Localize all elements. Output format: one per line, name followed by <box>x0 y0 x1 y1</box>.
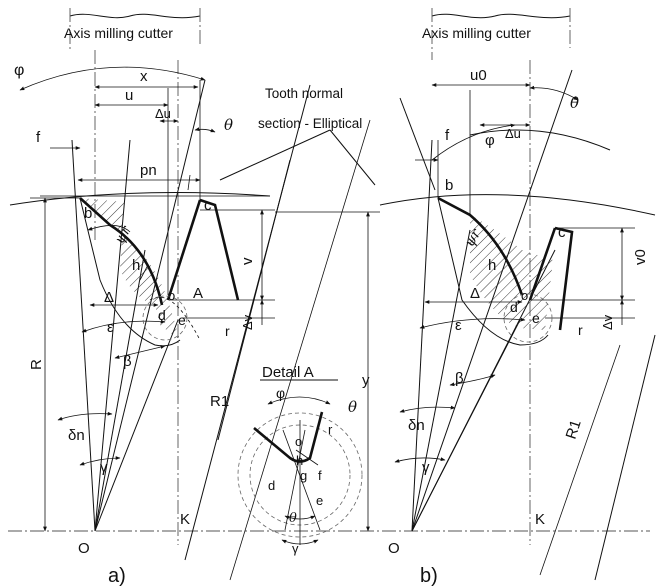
callout-pointer-2 <box>329 129 376 186</box>
label-gamma-a: γ <box>100 459 108 476</box>
label-beta-b: β <box>455 370 464 387</box>
detail-label-r: r <box>328 422 333 437</box>
label-f-b: f <box>445 127 450 144</box>
label-f-a: f <box>36 129 41 146</box>
label-c-b: c <box>558 224 566 241</box>
label-h-a: h <box>132 257 140 274</box>
caption-b: b) <box>420 565 438 587</box>
detail-a <box>237 379 363 545</box>
label-delta-n-b: δn <box>408 417 425 434</box>
tooth-flank-left-a <box>79 197 164 306</box>
detail-title: Detail A <box>262 364 314 381</box>
detail-label-g: g <box>300 468 307 483</box>
pitch-arc-a <box>9 192 271 206</box>
label-A-a: A <box>193 285 203 302</box>
label-e-a: e <box>178 312 186 328</box>
label-epsilon-b: ε <box>455 317 462 334</box>
label-x-a: x <box>140 68 148 85</box>
label-R1-a: R1 <box>210 393 229 410</box>
label-c-a: c <box>204 197 212 214</box>
cutter-outline-a <box>69 13 201 19</box>
figure-a <box>8 8 650 545</box>
detail-circle <box>237 412 363 538</box>
detail-label-o: o <box>295 434 302 449</box>
callout-line-2: section - Elliptical <box>258 116 362 131</box>
label-O-a: O <box>78 540 90 557</box>
tooth-flank-left-b <box>437 196 524 296</box>
label-e-b: e <box>532 310 540 326</box>
pitch-arc-b <box>379 194 656 216</box>
detail-tooth-profile <box>253 411 324 463</box>
label-O-b: O <box>388 540 400 557</box>
detail-label-e: e <box>316 493 323 508</box>
label-gamma-b: γ <box>422 459 430 476</box>
detail-label-theta2: θ <box>289 511 297 526</box>
label-d-b: d <box>510 299 518 315</box>
label-R1-b: R1 <box>563 418 585 442</box>
label-v-a: v <box>239 257 256 265</box>
label-pn-a: pn <box>140 162 157 179</box>
callout-pointer-1 <box>219 129 331 181</box>
detail-label-gamma: γ <box>292 541 299 556</box>
detail-label-theta: θ <box>348 398 357 416</box>
label-phi-b: φ <box>485 132 495 149</box>
label-epsilon-a: ε <box>107 319 114 336</box>
label-h-b: h <box>488 257 496 274</box>
axis-title-a: Axis milling cutter <box>64 25 173 41</box>
label-Delta-b: Δ <box>470 285 480 302</box>
label-y-a: y <box>362 372 370 389</box>
callout-line-1: Tooth normal <box>265 86 343 101</box>
label-delta-u-b: Δu <box>505 126 521 141</box>
label-u-a: u <box>125 87 133 104</box>
figure-b <box>379 8 656 581</box>
axis-title-b: Axis milling cutter <box>422 25 531 41</box>
detail-label-f: f <box>318 468 322 483</box>
detail-label-h: h <box>296 453 303 468</box>
label-o-a: o <box>168 288 175 303</box>
label-phi-a: φ <box>14 62 24 79</box>
label-v0-b: v0 <box>632 249 649 265</box>
label-b-a: b <box>84 205 92 222</box>
detail-label-d: d <box>268 478 275 493</box>
cutter-outline-b <box>431 13 571 19</box>
caption-a: a) <box>108 565 126 587</box>
callout-pointer-3 <box>399 97 436 191</box>
label-delta-n-a: δn <box>68 427 85 444</box>
label-theta-b: θ <box>570 94 579 112</box>
label-beta-a: β <box>123 353 132 370</box>
label-K-a: K <box>180 511 190 528</box>
label-K-b: K <box>535 511 545 528</box>
tooth-flank-right-a <box>199 198 240 301</box>
label-r-b: r <box>578 322 583 338</box>
label-u0-b: u0 <box>470 67 487 84</box>
slanted-line-b <box>594 334 656 581</box>
label-o-b: o <box>521 288 528 303</box>
label-Delta-a: Δ <box>104 289 114 306</box>
tooth-flank-right-b <box>528 226 574 331</box>
label-theta-a: θ <box>224 116 233 134</box>
label-r-a: r <box>225 323 230 339</box>
label-delta-v-b: Δv <box>600 314 615 330</box>
label-R-a: R <box>28 359 45 370</box>
label-delta-v-a: Δv <box>240 314 255 330</box>
label-b-b: b <box>445 177 453 194</box>
label-delta-u-a: Δu <box>155 106 171 121</box>
label-d-a: d <box>158 307 166 323</box>
detail-label-phi: φ <box>276 385 285 401</box>
